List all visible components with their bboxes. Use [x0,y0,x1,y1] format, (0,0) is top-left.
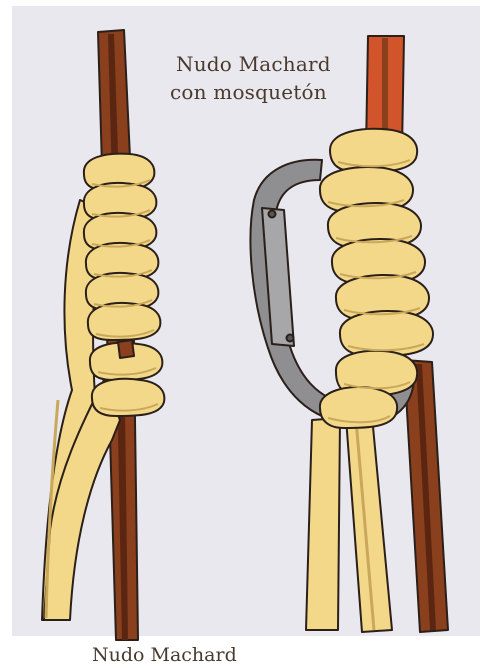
carabiner-rivet-bottom [287,335,294,342]
left-coils [84,154,164,416]
carabiner-knot-caption-line1: Nudo Machard [176,52,331,76]
right-cord-strand-left [306,418,340,630]
carabiner-knot-caption-line2: con mosquetón [170,80,327,104]
carabiner-rivet-top [269,211,276,218]
machard-knot-caption: Nudo Machard [92,644,237,666]
left-rope-gap [118,340,134,358]
